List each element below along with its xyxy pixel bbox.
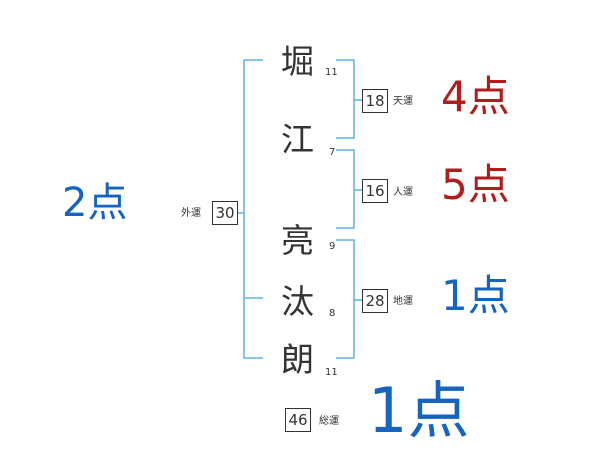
gaiun-score: 2点	[62, 180, 128, 226]
tenun-bracket	[336, 59, 355, 139]
tenun-value: 18	[362, 89, 388, 113]
jinun-bracket	[336, 149, 355, 229]
name-char-4: 汰	[281, 282, 314, 321]
gaiun-label: 外運	[181, 208, 201, 219]
jinun-value: 16	[362, 179, 388, 203]
souun-label: 総運	[319, 416, 339, 427]
jinun-label: 人運	[393, 187, 413, 198]
name-char-1: 堀	[281, 42, 314, 81]
chiun-value: 28	[362, 289, 388, 313]
souun-value: 46	[285, 408, 311, 432]
chiun-label: 地運	[393, 296, 413, 307]
name-char-2: 江	[281, 120, 314, 159]
stroke-count-3: 9	[329, 241, 336, 252]
name-char-5: 朗	[281, 340, 314, 379]
jinun-score: 5点	[441, 160, 510, 209]
gaiun-value: 30	[212, 201, 238, 225]
chiun-score: 1点	[441, 271, 510, 320]
tenun-label: 天運	[393, 96, 413, 107]
stroke-count-5: 11	[325, 367, 338, 378]
gaiun-bracket	[243, 59, 263, 359]
name-char-3: 亮	[281, 221, 314, 260]
souun-score: 1点	[368, 374, 470, 447]
stroke-count-1: 11	[325, 67, 338, 78]
stroke-count-4: 8	[329, 308, 336, 319]
chiun-bracket	[336, 239, 355, 359]
stroke-count-2: 7	[329, 147, 336, 158]
tenun-score: 4点	[441, 72, 510, 121]
